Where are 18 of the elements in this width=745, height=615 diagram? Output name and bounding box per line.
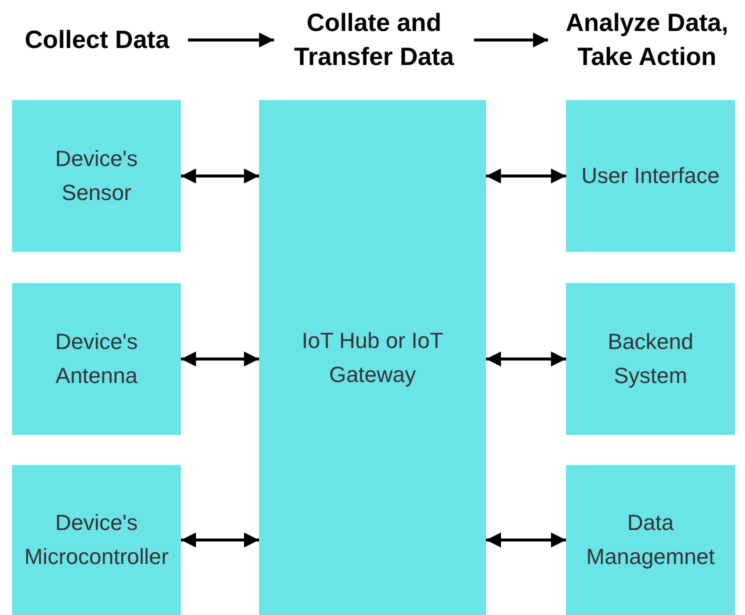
double-arrow — [181, 352, 259, 366]
step-heading: Collect Data — [8, 20, 186, 60]
double-arrow — [486, 168, 566, 184]
component-box: User Interface — [566, 100, 735, 252]
step-heading: Analyze Data, Take Action — [550, 4, 744, 76]
double-arrow — [486, 532, 566, 548]
arrow — [188, 32, 274, 48]
component-box: Backend System — [566, 283, 735, 435]
component-box: Device's Sensor — [12, 100, 181, 252]
arrow — [474, 32, 548, 48]
component-box: Device's Antenna — [12, 283, 181, 435]
double-arrow — [181, 532, 259, 548]
double-arrow — [181, 168, 259, 184]
step-heading: Collate and Transfer Data — [276, 4, 472, 76]
component-box: Data Managemnet — [566, 465, 735, 615]
component-box: Device's Microcontroller — [12, 465, 181, 615]
component-box: IoT Hub or IoT Gateway — [259, 100, 486, 615]
double-arrow — [486, 352, 566, 366]
